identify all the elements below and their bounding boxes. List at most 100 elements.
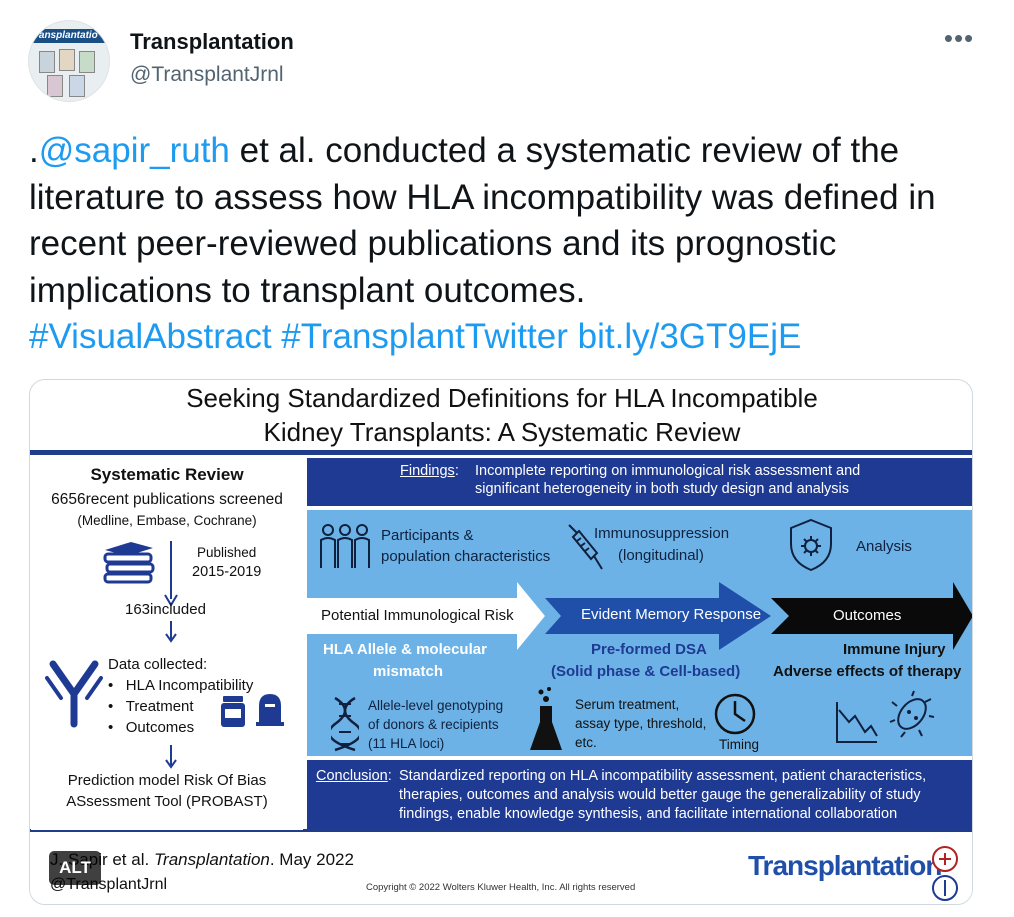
bacteria-icon (889, 690, 935, 738)
down-arrow-icon (164, 541, 178, 607)
copyright: Copyright © 2022 Wolters Kluwer Health, … (366, 882, 636, 893)
abstract-title-line: Seeking Standardized Definitions for HLA… (186, 383, 818, 413)
hashtag-link[interactable]: #VisualAbstract (29, 317, 272, 356)
conclusion-text: therapies, outcomes and analysis would b… (399, 787, 921, 803)
down-arrow-icon (165, 745, 177, 769)
author-handle[interactable]: @TransplantJrnl (130, 63, 284, 86)
abstract-title: Seeking Standardized Definitions for HLA… (30, 381, 972, 449)
citation-date: . May 2022 (269, 850, 354, 869)
short-link[interactable]: bit.ly/3GT9EjE (577, 317, 802, 356)
journal-cover-thumbnail (39, 51, 55, 73)
conclusion-label: Conclusion: (316, 768, 392, 784)
journal-cover-thumbnail (59, 49, 75, 71)
immune-injury-label: Immune Injury (843, 641, 946, 658)
data-list-item-label: Treatment (125, 698, 194, 715)
hla-mismatch-label: mismatch (373, 663, 444, 680)
data-list-item: • HLA Incompatibility (108, 677, 254, 694)
books-icon (103, 542, 155, 584)
hashtag-link[interactable]: #TransplantTwitter (281, 317, 568, 356)
serum-text: Serum treatment, (575, 697, 680, 712)
immunosuppression-label: Immunosuppression (594, 525, 730, 542)
screened-count: 6656recent publications screened (31, 491, 303, 509)
memory-arrow-label: Evident Memory Response (581, 606, 762, 623)
outcomes-arrow (771, 582, 972, 650)
antibody-icon (45, 660, 103, 728)
tweet-text: .@sapir_ruth et al. conducted a systemat… (29, 128, 979, 361)
down-arrow-icon (165, 621, 177, 643)
dsa-label: (Solid phase & Cell-based) (551, 663, 741, 680)
timing-label: Timing (719, 737, 760, 752)
tweet-text-lead: . (29, 131, 39, 170)
medication-icon (221, 696, 245, 727)
outcomes-arrow-label: Outcomes (833, 607, 902, 624)
tombstone-icon (256, 694, 284, 726)
visual-abstract-image[interactable]: Seeking Standardized Definitions for HLA… (29, 379, 973, 905)
syringe-icon (568, 524, 603, 570)
data-collected-heading: Data collected: (108, 656, 208, 673)
memory-arrow (545, 582, 771, 650)
journal-cover-thumbnail (79, 51, 95, 73)
immunosuppression-label: (longitudinal) (618, 547, 704, 564)
author-name[interactable]: Transplantation (130, 29, 294, 54)
findings-label: Findings: (400, 463, 459, 479)
society-seals-icon (932, 846, 958, 901)
screened-text: recent publications screened (85, 491, 283, 508)
findings-text: significant heterogeneity in both study … (475, 481, 850, 497)
databases: (Medline, Embase, Cochrane) (77, 513, 257, 528)
tweet-body: et al. conducted a systematic review of … (29, 131, 936, 310)
people-icon (320, 524, 370, 568)
serum-text: assay type, threshold, (575, 716, 707, 731)
abstract-title-line: Kidney Transplants: A Systematic Review (263, 417, 741, 447)
conclusion-label-text: Conclusion (316, 768, 388, 784)
risk-arrow-label: Potential Immunological Risk (321, 607, 514, 624)
participants-label: Participants & (381, 527, 474, 544)
conclusion-bar: Conclusion: Standardized reporting on HL… (307, 760, 972, 830)
avatar-text: ransplantatio (35, 30, 98, 41)
probast-line: Prediction model Risk Of Bias (67, 772, 267, 789)
hla-mismatch-label: HLA Allele & molecular (323, 641, 487, 658)
flask-icon (530, 687, 562, 750)
genotyping-text: Allele-level genotyping (368, 698, 504, 713)
genotyping-text: of donors & recipients (368, 717, 499, 732)
framework-band: Participants & population characteristic… (307, 510, 972, 756)
findings-bar: Findings: Incomplete reporting on immuno… (307, 458, 972, 506)
abstract-footer: J. Sapir et al. Transplantation. May 202… (30, 832, 972, 904)
dsa-label: Pre-formed DSA (591, 641, 707, 658)
journal-cover-thumbnail (47, 75, 63, 97)
risk-arrow (307, 582, 545, 650)
avatar-banner: ransplantatio (29, 29, 109, 43)
findings-label-text: Findings (400, 463, 455, 479)
conclusion-text: findings, enable knowledge synthesis, an… (399, 806, 898, 822)
serum-text: etc. (575, 735, 597, 750)
dna-icon (331, 696, 359, 752)
shield-virus-icon (790, 518, 832, 572)
published-label: Published (197, 545, 257, 560)
declining-chart-icon (836, 702, 878, 743)
data-list-item-label: Outcomes (125, 719, 195, 736)
pathway-arrows (307, 582, 972, 650)
avatar[interactable]: ransplantatio (28, 20, 110, 102)
data-list-item: • Treatment (108, 698, 194, 715)
clock-icon (714, 693, 756, 735)
data-list-item: • Outcomes (108, 719, 195, 736)
alt-text-button[interactable]: ALT (49, 851, 101, 885)
screened-number: 6656 (51, 491, 86, 508)
divider (30, 829, 972, 833)
published-years: 2015-2019 (192, 564, 262, 580)
conclusion-colon: : (387, 768, 392, 784)
journal-cover-thumbnail (69, 75, 85, 97)
conclusion-text: Standardized reporting on HLA incompatib… (399, 768, 927, 784)
participants-label: population characteristics (381, 548, 551, 565)
systematic-review-panel: Systematic Review 6656recent publication… (31, 458, 303, 830)
probast-line: ASsessment Tool (PROBAST) (66, 793, 268, 810)
analysis-label: Analysis (856, 538, 912, 555)
included-count: 163included (125, 601, 206, 618)
mention-link[interactable]: @sapir_ruth (38, 131, 230, 170)
divider (30, 450, 972, 455)
findings-text: Incomplete reporting on immunological ri… (475, 463, 861, 479)
more-horizontal-icon[interactable]: ••• (943, 23, 975, 53)
genotyping-text: (11 HLA loci) (368, 736, 445, 751)
findings-colon: : (454, 463, 459, 479)
immune-injury-label: Adverse effects of therapy (773, 663, 962, 680)
